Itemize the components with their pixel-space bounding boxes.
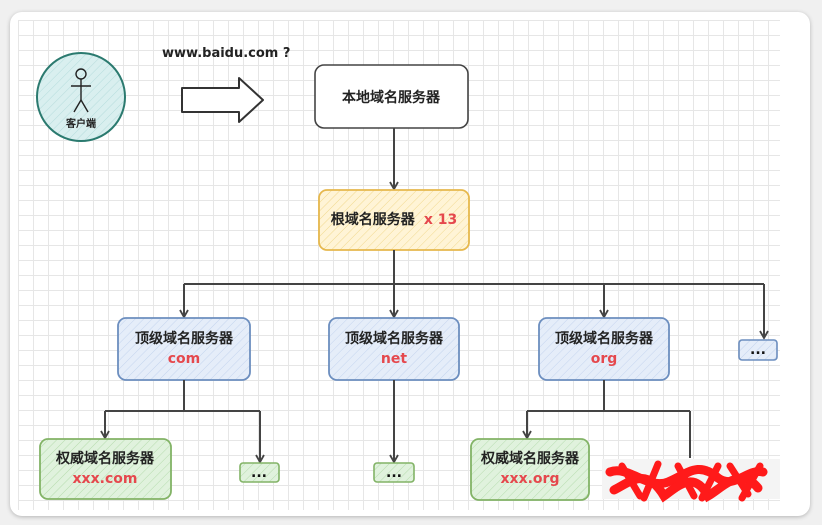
tld-domain: com [168, 351, 201, 367]
root-dns-node: 根域名服务器 x 13 [318, 189, 470, 251]
auth-node-com: 权威域名服务器 xxx.com [39, 438, 172, 500]
request-arrow [181, 77, 264, 123]
person-icon [71, 68, 91, 113]
org-to-auth-connectors [522, 380, 691, 458]
tld-domain: org [591, 351, 618, 367]
root-to-tld-connectors [179, 250, 769, 340]
root-dns-label: 根域名服务器 [331, 211, 416, 228]
auth-more-node-net: ... [373, 462, 415, 483]
tld-label: 顶级域名服务器 [345, 330, 444, 347]
auth-label: 权威域名服务器 [480, 450, 580, 467]
dns-diagram: 客户端 www.baidu.com ? 本地域名服务器 根域名服务器 x 13 [36, 46, 780, 503]
local-dns-node: 本地域名服务器 [314, 64, 469, 129]
root-dns-text: 根域名服务器 x 13 [331, 209, 457, 228]
root-dns-count: x 13 [424, 212, 457, 228]
client-label: 客户端 [65, 117, 96, 130]
auth-domain: xxx.org [501, 471, 560, 487]
auth-more-ellipsis: ... [251, 465, 267, 481]
tld-domain: net [381, 351, 407, 367]
window-frame: 客户端 www.baidu.com ? 本地域名服务器 根域名服务器 x 13 [10, 12, 810, 516]
com-to-auth-connectors [100, 380, 265, 464]
auth-label: 权威域名服务器 [55, 450, 155, 467]
client-node: 客户端 [36, 52, 126, 142]
tld-node-com: 顶级域名服务器 com [117, 317, 251, 381]
local-dns-label: 本地域名服务器 [342, 89, 441, 106]
auth-more-ellipsis: ... [386, 465, 402, 481]
query-text: www.baidu.com ? [162, 46, 290, 61]
red-scribble-redaction [602, 459, 780, 503]
tld-more-ellipsis: ... [750, 342, 766, 358]
tld-node-net: 顶级域名服务器 net [328, 317, 460, 381]
auth-domain: xxx.com [73, 471, 138, 487]
diagram-canvas: 客户端 www.baidu.com ? 本地域名服务器 根域名服务器 x 13 [18, 20, 780, 510]
tld-label: 顶级域名服务器 [555, 330, 654, 347]
auth-more-node-com: ... [239, 462, 280, 483]
tld-more-node: ... [738, 339, 778, 361]
tld-label: 顶级域名服务器 [135, 330, 234, 347]
tld-node-org: 顶级域名服务器 org [538, 317, 670, 381]
auth-node-org: 权威域名服务器 xxx.org [470, 438, 590, 501]
